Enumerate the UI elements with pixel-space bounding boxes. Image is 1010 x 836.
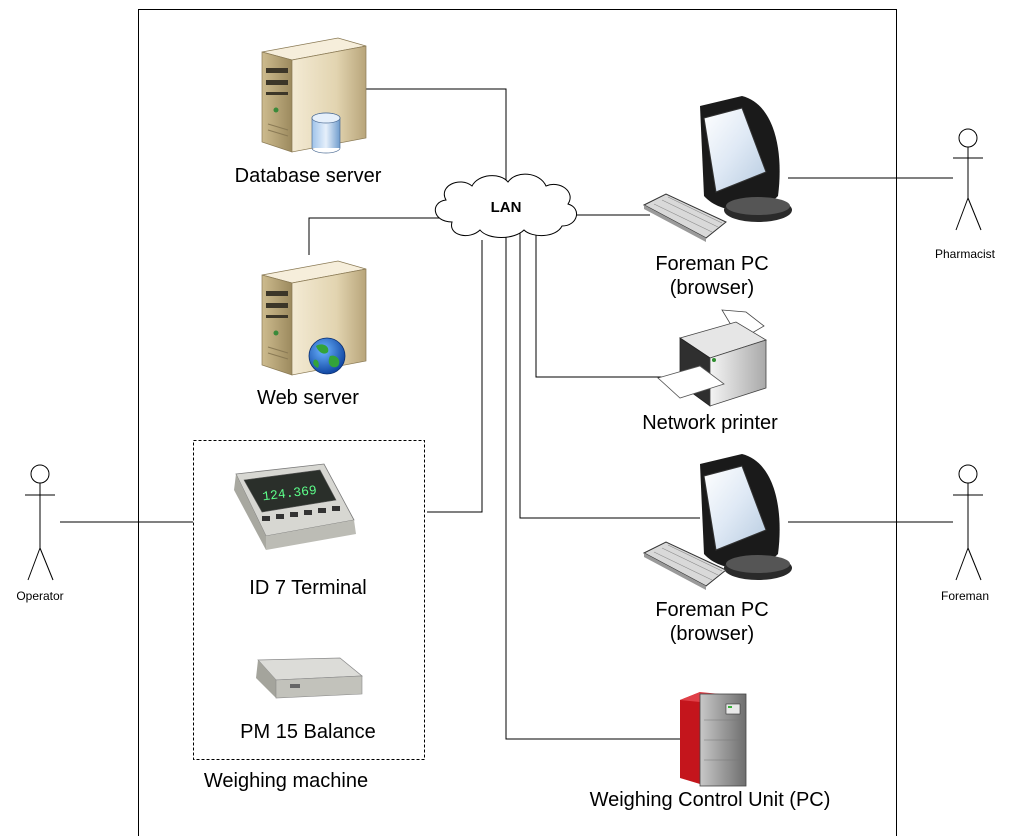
foreman-actor-icon xyxy=(953,464,983,581)
link-wcu xyxy=(505,225,680,740)
link-webserver xyxy=(308,217,440,255)
pm15-balance-label: PM 15 Balance xyxy=(240,721,376,743)
foreman-label: Foreman xyxy=(940,589,990,603)
weighing-control-unit-icon xyxy=(680,692,747,787)
weighing-machine-group-box xyxy=(193,440,425,760)
link-terminal xyxy=(427,240,483,513)
database-server-icon xyxy=(261,37,367,154)
foreman-pc-bottom-icon xyxy=(642,454,792,590)
web-server-icon xyxy=(261,260,367,376)
network-printer-label: Network printer xyxy=(642,412,778,434)
foreman-pc-bottom-label: Foreman PC (browser) xyxy=(655,599,769,645)
operator-actor-icon xyxy=(25,464,55,581)
lan-label: LAN xyxy=(490,199,522,216)
link-database xyxy=(357,88,507,190)
web-server-label: Web server xyxy=(257,387,359,409)
operator-label: Operator xyxy=(16,589,64,603)
network-printer-icon xyxy=(657,309,767,407)
weighing-machine-label: Weighing machine xyxy=(203,770,369,792)
weighing-control-unit-label: Weighing Control Unit (PC) xyxy=(589,789,831,811)
system-boundary xyxy=(138,9,897,836)
connections xyxy=(60,88,953,740)
id7-terminal-label: ID 7 Terminal xyxy=(249,577,367,599)
foreman-pc-top-label: Foreman PC (browser) xyxy=(655,253,769,299)
pharmacist-label: Pharmacist xyxy=(934,247,996,261)
link-foreman-pc-bottom xyxy=(519,225,700,519)
pharmacist-actor-icon xyxy=(953,128,983,231)
id7-terminal-icon: 124.369 xyxy=(234,463,356,550)
link-printer xyxy=(535,225,662,378)
lan-cloud-icon xyxy=(435,173,577,238)
terminal-readout: 124.369 xyxy=(262,483,318,505)
pm15-balance-icon xyxy=(256,657,363,699)
foreman-pc-top-icon xyxy=(642,96,792,242)
database-server-label: Database server xyxy=(234,165,382,187)
